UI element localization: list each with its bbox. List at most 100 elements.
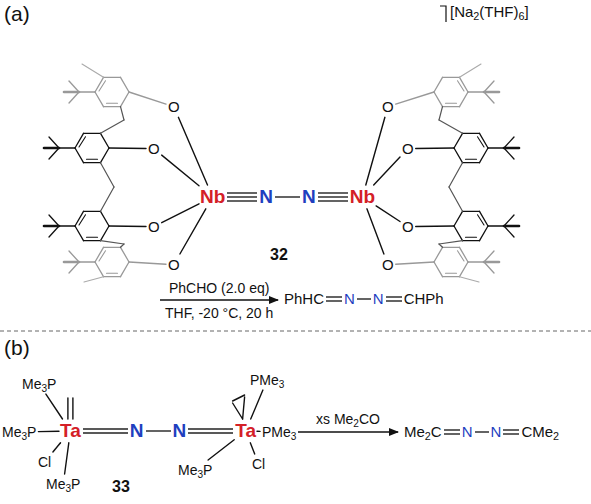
- atom-label: N: [302, 186, 316, 208]
- aryl-ring: [121, 92, 130, 107]
- chemical-bond: [162, 204, 199, 223]
- chemical-bond: [65, 443, 69, 474]
- aryl-ring: [101, 211, 110, 226]
- chemical-bond: [384, 292, 404, 306]
- methylene-bridge: [439, 120, 463, 133]
- chemical-bond: [180, 209, 206, 254]
- aryl-ring: [446, 273, 457, 274]
- atom-label: N: [259, 186, 273, 208]
- chemical-bond: [416, 147, 454, 149]
- methylene-bridge: [101, 241, 125, 244]
- condition-text: xs Me2CO: [316, 411, 380, 427]
- chemical-bond: [144, 424, 173, 438]
- chemical-bond: [109, 147, 146, 149]
- tert-butyl: [504, 147, 519, 150]
- aryl-ring: [95, 262, 104, 277]
- oxygen-atom: O: [168, 256, 180, 273]
- tert-butyl: [488, 147, 504, 148]
- tert-butyl: [488, 225, 504, 226]
- tert-butyl: [504, 226, 514, 237]
- compound-number: 32: [270, 246, 288, 264]
- chemical-bond: [129, 92, 166, 104]
- aryl-ring: [478, 215, 485, 225]
- atom-label: Me2C: [404, 423, 442, 440]
- tert-butyl: [484, 91, 499, 94]
- aryl-ring: [121, 262, 130, 277]
- chemical-bond: [473, 425, 491, 439]
- tert-butyl: [49, 148, 59, 159]
- aryl-ring: [104, 77, 121, 78]
- aryl-ring: [460, 262, 469, 277]
- tert-butyl: [484, 81, 494, 92]
- aryl-ring: [84, 133, 101, 134]
- tert-butyl: [504, 215, 514, 226]
- chemical-bond: [367, 209, 384, 254]
- ligand-label: Me3P: [178, 462, 212, 478]
- tert-butyl: [79, 91, 95, 92]
- chemical-bond: [501, 425, 521, 439]
- chemical-bond: [233, 395, 245, 401]
- aryl-ring: [466, 159, 477, 160]
- aryl-ring: [75, 148, 84, 163]
- panel-label: (b): [4, 336, 30, 360]
- chemical-bond: [72, 398, 73, 419]
- formula-chain: TaNNTa: [60, 420, 256, 442]
- aryl-ring: [446, 103, 457, 104]
- ligand-label: PMe3: [250, 372, 284, 388]
- atom-label: N: [462, 423, 473, 440]
- tert-butyl: [69, 262, 79, 273]
- aryl-ring: [463, 211, 480, 212]
- chemical-bond: [416, 225, 454, 227]
- ligand-label: PMe3: [262, 424, 296, 440]
- chemical-bond: [355, 292, 373, 306]
- tert-butyl: [69, 92, 79, 103]
- chemical-bond: [250, 443, 254, 454]
- aryl-ring: [480, 148, 489, 163]
- aryl-ring: [480, 226, 489, 241]
- chemical-bond: [374, 157, 400, 185]
- aryl-ring: [443, 77, 460, 78]
- atom-label: Nb: [350, 186, 375, 208]
- ligand-label: Me3P: [22, 376, 56, 392]
- chemical-bond: [316, 190, 350, 204]
- tert-butyl: [504, 225, 519, 228]
- aryl-ring: [463, 133, 480, 134]
- condition-text: PhCHO (2.0 eq): [169, 280, 269, 296]
- aryl-ring: [458, 251, 465, 261]
- tert-butyl: [69, 251, 79, 262]
- aryl-ring: [454, 211, 463, 226]
- chemical-bond: [243, 397, 245, 419]
- aryl-ring: [434, 77, 443, 92]
- chemical-bond: [67, 398, 68, 419]
- aryl-ring: [121, 77, 130, 92]
- tert-butyl: [59, 225, 75, 226]
- ligand-label: Me3P: [2, 424, 36, 440]
- aryl-ring: [466, 237, 477, 238]
- aryl-ring: [434, 247, 443, 262]
- oxygen-atom: O: [402, 140, 414, 157]
- chemical-bond: [178, 117, 207, 185]
- atom-label: N: [130, 420, 144, 442]
- tert-butyl: [468, 91, 484, 92]
- aryl-ring: [121, 247, 130, 262]
- aryl-ring: [79, 137, 86, 147]
- chemical-bond: [53, 443, 61, 452]
- aryl-ring: [84, 162, 101, 163]
- atom-label: N: [373, 290, 384, 307]
- aryl-ring: [75, 226, 84, 241]
- aryl-ring: [84, 211, 101, 212]
- methylene-bridge: [121, 107, 125, 120]
- atom-label: PhHC: [284, 290, 324, 307]
- tert-butyl: [49, 215, 59, 226]
- atom-label: N: [344, 290, 355, 307]
- chemical-bond: [129, 262, 166, 264]
- atom-label: Nb: [200, 186, 225, 208]
- formula-chain: Nb N N Nb: [200, 186, 375, 208]
- aryl-ring: [101, 133, 110, 148]
- aryl-ring: [84, 240, 101, 241]
- chemical-bond: [46, 394, 63, 419]
- aryl-ring: [443, 106, 460, 107]
- atom-label: CHPh: [404, 290, 444, 307]
- aryl-ring: [99, 81, 106, 91]
- chemical-bond: [225, 190, 259, 204]
